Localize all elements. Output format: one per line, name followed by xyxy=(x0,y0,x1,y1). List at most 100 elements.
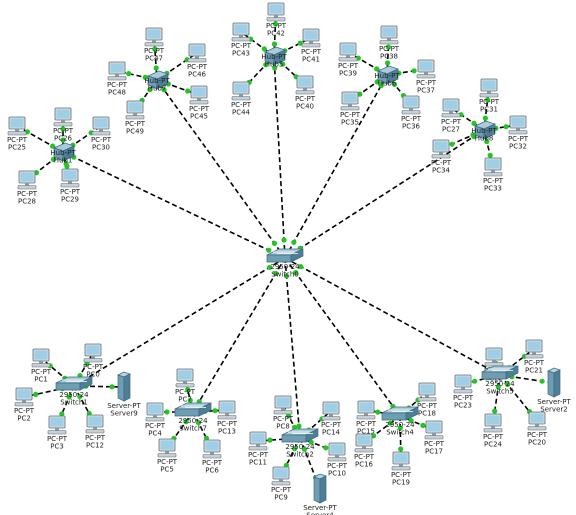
pc-name-label: PC31 xyxy=(480,106,498,114)
switch-icon xyxy=(266,248,304,263)
switch-name-label: Switch0 xyxy=(271,271,299,279)
server-server4[interactable]: Server-PTServer4 xyxy=(303,473,337,515)
pc-type-label: PC-PT xyxy=(31,368,52,376)
pc-name-label: PC11 xyxy=(249,459,267,467)
pc-icon xyxy=(53,107,73,127)
pc-type-label: PC-PT xyxy=(248,451,269,459)
link-sw2-server4 xyxy=(299,437,321,490)
pc-icon xyxy=(273,395,293,415)
pc-type-label: PC-PT xyxy=(125,120,146,128)
link-hub8-pc27 xyxy=(450,107,485,131)
pc-name-label: PC18 xyxy=(418,410,436,418)
server-icon xyxy=(313,473,327,504)
pc-type-label: PC-PT xyxy=(85,434,106,442)
port-indicator-sw2 xyxy=(291,424,298,430)
port-indicator-hub1 xyxy=(50,143,56,149)
port-indicator-pc45 xyxy=(185,88,191,94)
link-core-sw7 xyxy=(192,257,286,413)
port-indicator-sw5 xyxy=(504,381,511,387)
port-indicator-hub8 xyxy=(471,120,477,126)
hub-name-label: Hub7 xyxy=(148,85,167,93)
pc-name-label: PC43 xyxy=(232,50,250,58)
pc-name-label: PC32 xyxy=(509,143,527,151)
pc-icon xyxy=(47,415,67,435)
pc-name-label: PC10 xyxy=(328,470,346,478)
port-indicator-hub6 xyxy=(391,81,398,87)
pc-type-label: PC-PT xyxy=(401,115,422,123)
pc-icon xyxy=(483,413,503,433)
hub-name-label: Hub1 xyxy=(54,157,73,165)
pc-type-label: PC-PT xyxy=(416,79,437,87)
pc-name-label: PC20 xyxy=(528,439,546,447)
pc-name-label: PC35 xyxy=(341,119,359,127)
pc-name-label: PC6 xyxy=(205,467,219,475)
pc-type-label: PC-PT xyxy=(424,440,445,448)
switch-icon xyxy=(381,406,419,421)
pc-icon xyxy=(527,411,547,431)
pc-icon xyxy=(391,451,411,471)
